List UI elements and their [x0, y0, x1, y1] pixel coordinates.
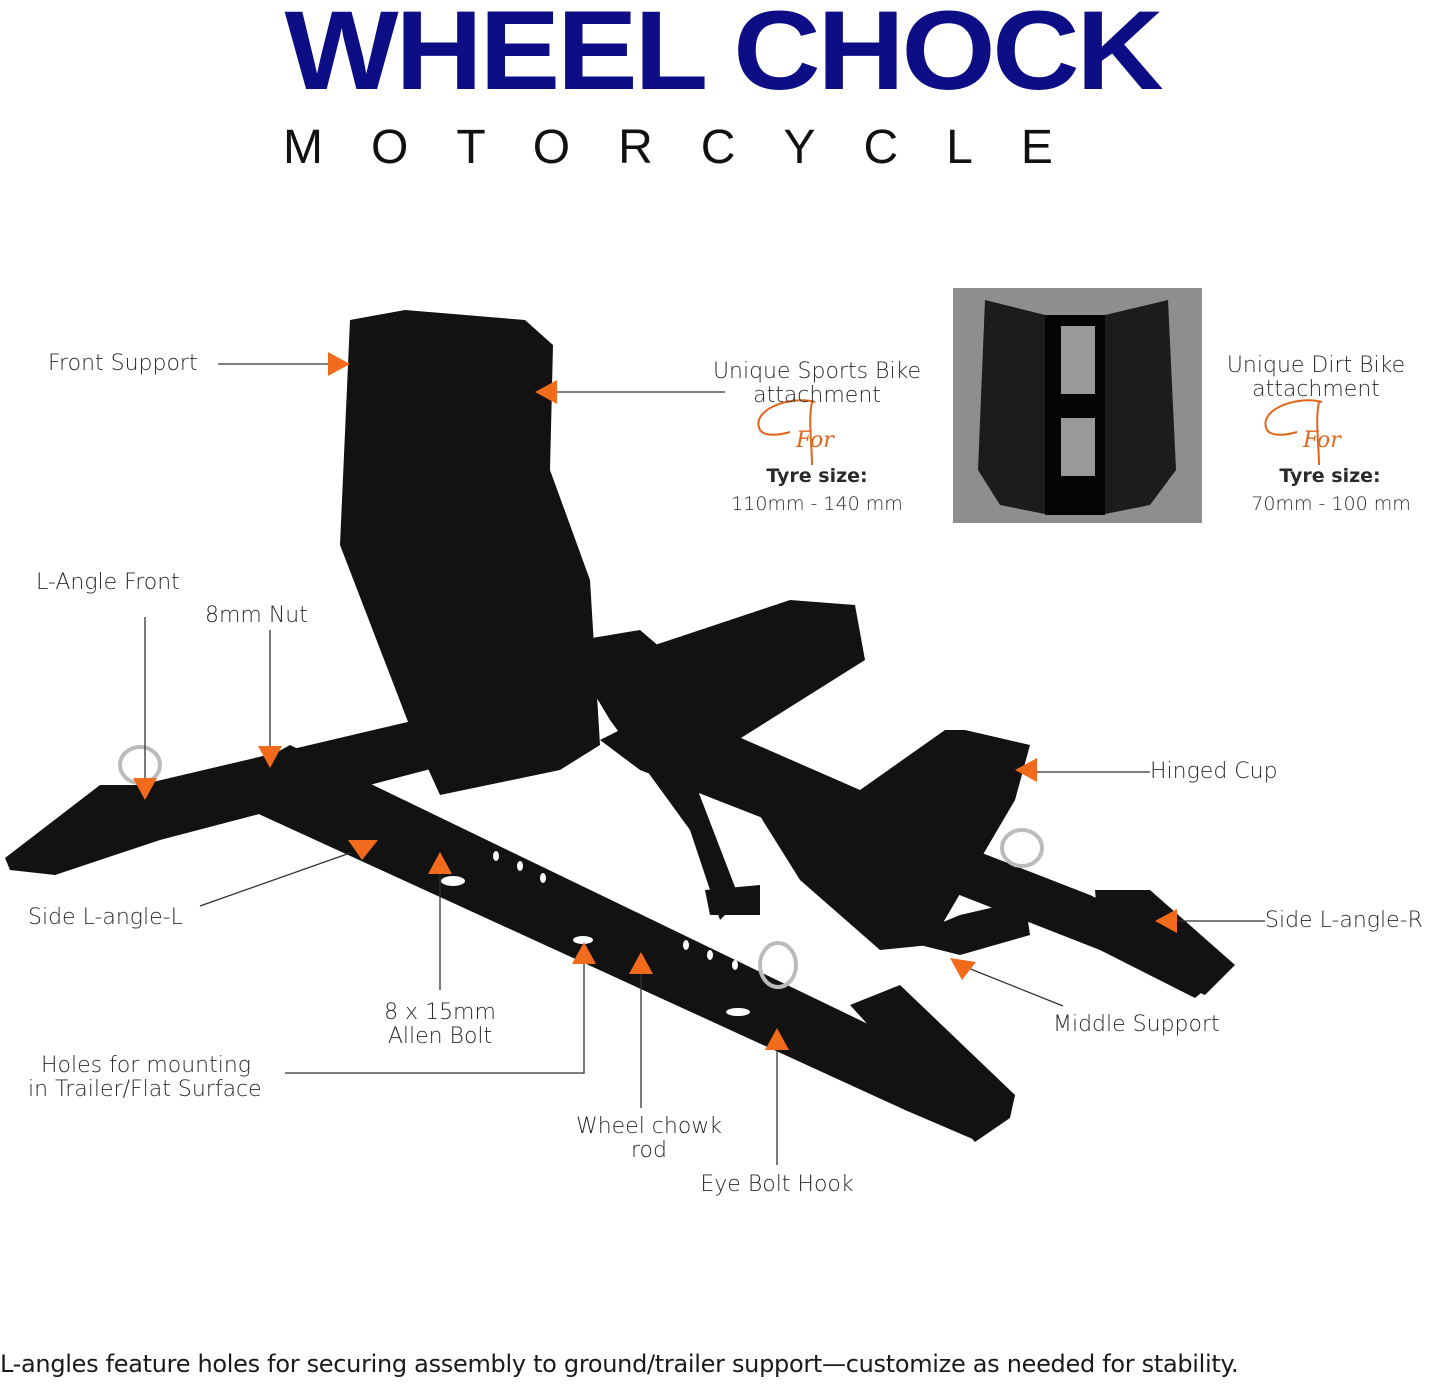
label-allen-bolt: 8 x 15mm Allen Bolt	[340, 1001, 540, 1049]
subtitle: MOTORCYCLE	[283, 121, 1101, 174]
label-8mm-nut: 8mm Nut	[205, 603, 308, 628]
dirt-bike-attachment-image	[953, 288, 1202, 523]
sports-script-for: For	[796, 428, 834, 453]
dirt-script-for: For	[1303, 428, 1341, 453]
sports-title-line2: attachment	[753, 383, 881, 408]
rod-line2: rod	[631, 1138, 667, 1163]
label-front-support: Front Support	[48, 351, 198, 376]
dirt-title-line2: attachment	[1252, 377, 1380, 402]
mounting-holes	[441, 851, 750, 1016]
allen-line2: Allen Bolt	[387, 1024, 493, 1049]
title: WHEEL CHOCK	[284, 0, 1163, 113]
sports-attachment-title: Unique Sports Bike attachment	[697, 360, 937, 408]
dirt-tyre-range: 70mm - 100 mm	[1251, 493, 1411, 515]
label-eye-bolt-hook: Eye Bolt Hook	[700, 1172, 854, 1197]
wheel-chock-product	[5, 310, 1235, 1142]
label-middle-support: Middle Support	[1053, 1012, 1220, 1037]
label-l-angle-front: L-Angle Front	[36, 570, 180, 595]
dirt-attachment-title: Unique Dirt Bike attachment	[1196, 354, 1436, 402]
label-wheel-chowk-rod: Wheel chowk rod	[549, 1115, 749, 1163]
label-mounting-holes: Holes for mounting in Trailer/Flat Surfa…	[28, 1054, 262, 1102]
label-hinged-cup: Hinged Cup	[1150, 759, 1278, 784]
holes-line2: in Trailer/Flat Surface	[28, 1077, 262, 1102]
label-side-l-angle-l: Side L-angle-L	[28, 905, 183, 930]
eye-bolt-rings	[118, 745, 1044, 989]
sports-title-line1: Unique Sports Bike	[712, 359, 922, 384]
holes-line1: Holes for mounting	[41, 1053, 252, 1078]
label-side-l-angle-r: Side L-angle-R	[1265, 908, 1423, 933]
leader-lines	[144, 363, 1265, 1165]
dirt-tyre-label: Tyre size:	[1279, 465, 1381, 487]
footer-caption: L-angles feature holes for securing asse…	[0, 1350, 1239, 1378]
sports-tyre-label: Tyre size:	[766, 465, 868, 487]
arrowheads	[133, 352, 1177, 1050]
rod-line1: Wheel chowk	[575, 1114, 723, 1139]
for-script-flourish	[757, 399, 1323, 466]
dirt-title-line1: Unique Dirt Bike	[1226, 353, 1406, 378]
allen-line1: 8 x 15mm	[384, 1000, 496, 1025]
sports-tyre-range: 110mm - 140 mm	[731, 493, 903, 515]
